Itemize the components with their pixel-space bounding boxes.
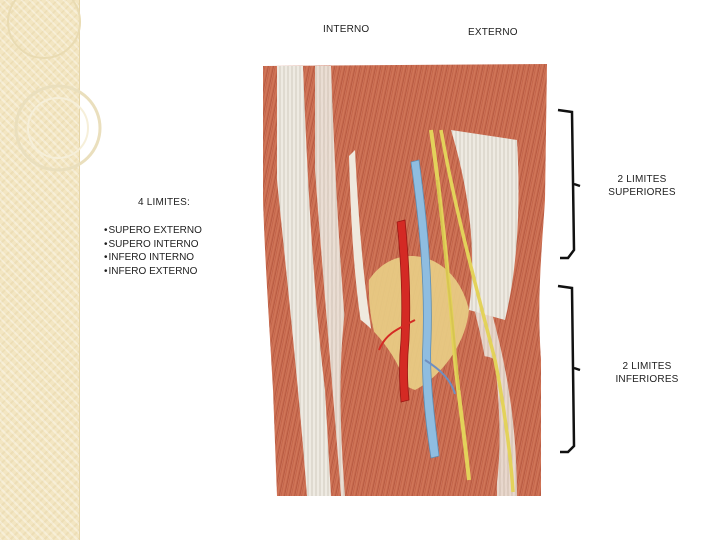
label-interno: INTERNO <box>323 24 370 35</box>
label-superior-limits: 2 LIMITES SUPERIORES <box>604 173 680 199</box>
label-inferior-line1: 2 LIMITES <box>622 361 672 372</box>
label-inferior-line2: INFERIORES <box>615 374 679 385</box>
limit-item: SUPERO EXTERNO <box>104 224 202 238</box>
limit-item: SUPERO INTERNO <box>104 238 202 252</box>
limit-item: INFERO INTERNO <box>104 251 202 265</box>
decorative-circles <box>7 0 102 172</box>
limit-item: INFERO EXTERNO <box>104 265 202 279</box>
limits-list: SUPERO EXTERNO SUPERO INTERNO INFERO INT… <box>104 224 202 278</box>
label-superior-line2: SUPERIORES <box>608 187 676 198</box>
bracket-icon <box>557 108 581 454</box>
label-inferior-limits: 2 LIMITES INFERIORES <box>611 360 683 386</box>
label-externo: EXTERNO <box>468 27 518 38</box>
label-superior-line1: 2 LIMITES <box>617 174 667 185</box>
label-four-limits: 4 LIMITES: <box>138 197 191 208</box>
anatomy-illustration-popliteal-fossa <box>263 64 547 496</box>
